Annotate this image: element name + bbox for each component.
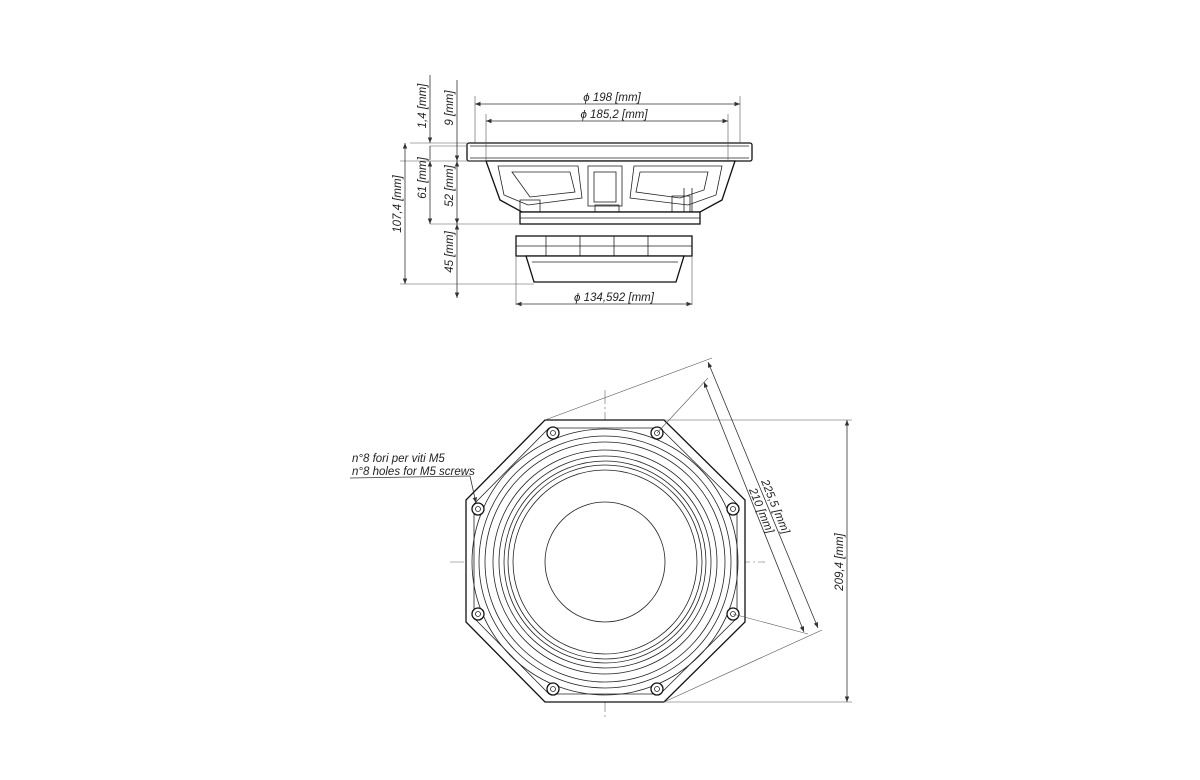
mounting-hole [546,426,560,440]
dim-total-depth: 107,4 [mm] [392,174,404,232]
dim-height: 209,4 [mm] [834,532,846,591]
dim-magnet-depth: 45 [mm] [444,230,456,272]
dim-flange-height: 1,4 [mm] [417,83,429,129]
dim-cutout-diameter: ϕ 185,2 [mm] [580,109,648,121]
front-view: n°8 fori per viti M5 n°8 holes for M5 sc… [349,357,852,718]
note-mounting-english: n°8 holes for M5 screws [352,466,475,478]
dim-magnet-diameter: ϕ 134,592 [mm] [574,292,655,304]
dim-flange-thickness: 9 [mm] [444,90,456,126]
mounting-hole [650,682,664,696]
dim-basket-depth: 61 [mm] [417,156,429,198]
note-leader [469,475,477,504]
side-magnet [525,255,685,283]
note-mounting-italian: n°8 fori per viti M5 [352,453,445,465]
front-cone-edge [512,469,698,655]
mounting-hole [726,502,740,516]
dim-line-diagonal-inner [703,381,805,633]
front-dust-cap [544,501,666,623]
side-basket [485,160,736,213]
mounting-hole [471,607,485,621]
dim-frame-depth: 52 [mm] [444,164,456,206]
mounting-hole [471,502,485,516]
dim-outer-diameter: ϕ 198 [mm] [583,92,641,104]
mounting-hole [546,682,560,696]
side-view: ϕ 198 [mm] ϕ 185,2 [mm] ϕ 134,592 [mm] 1… [392,75,753,307]
